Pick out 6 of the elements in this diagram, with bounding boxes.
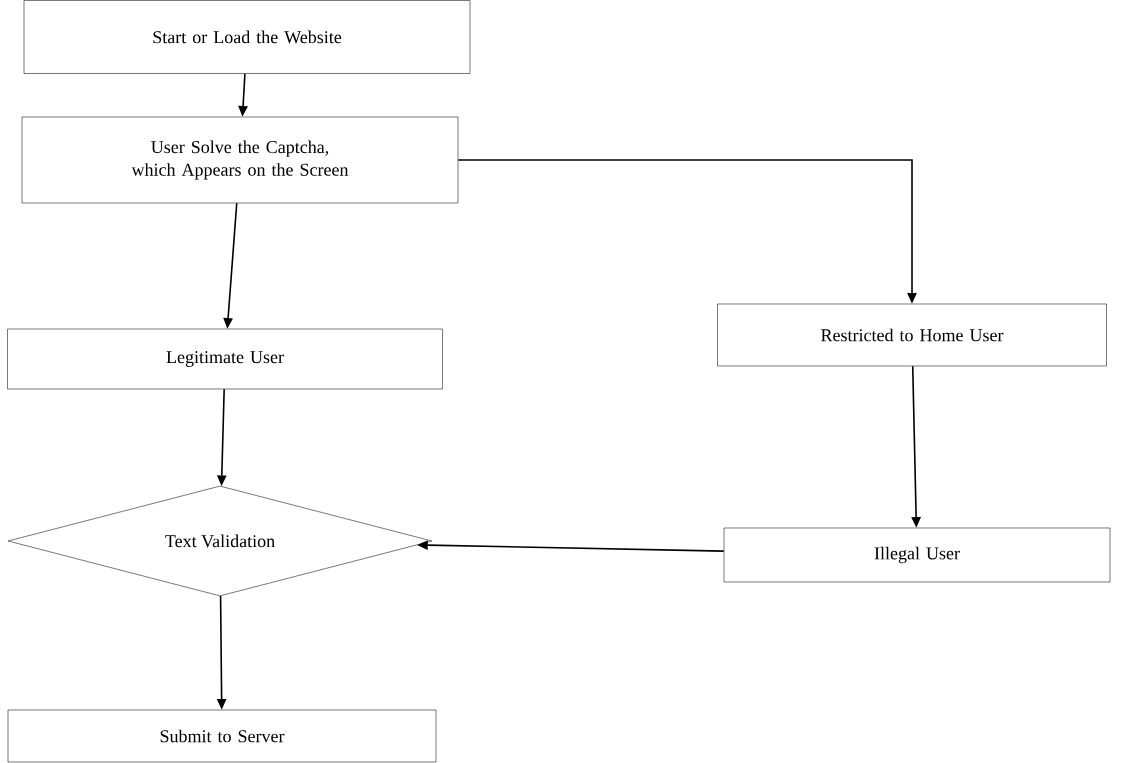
process-box: Illegal User bbox=[723, 527, 1111, 583]
process-box: Start or Load the Website bbox=[23, 0, 471, 74]
process-box: Submit to Server bbox=[7, 709, 437, 763]
process-box: User Solve the Captcha, which Appears on the Screen bbox=[21, 116, 459, 204]
process-box: Legitimate User bbox=[7, 328, 443, 390]
process-box: Restricted to Home User bbox=[717, 303, 1107, 367]
